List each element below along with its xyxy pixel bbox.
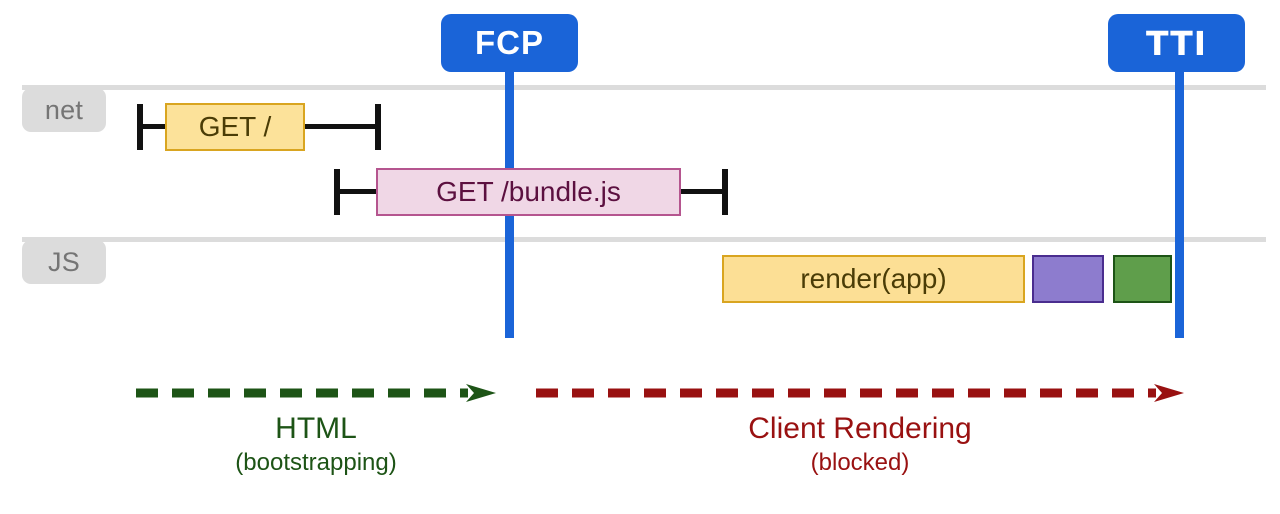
phase-client-subtitle: (blocked) bbox=[810, 448, 910, 476]
get-root-whisker-line-right bbox=[303, 124, 376, 129]
phase-html-title: HTML bbox=[275, 412, 357, 445]
get-bundle-whisker-line-left bbox=[340, 189, 378, 194]
task-bar-render-app-label: render(app) bbox=[800, 263, 947, 294]
request-bar-get-bundle[interactable]: GET /bundle.js bbox=[376, 168, 681, 216]
request-bar-get-root-label: GET / bbox=[198, 111, 272, 142]
get-bundle-whisker-cap-left bbox=[334, 169, 340, 215]
phase-annotation-client-rendering: Client Rendering (blocked) bbox=[530, 382, 1190, 476]
task-bar-render-app[interactable]: render(app) bbox=[722, 255, 1025, 303]
request-bar-get-root[interactable]: GET / bbox=[165, 103, 305, 151]
get-root-whisker-line-left bbox=[143, 124, 167, 129]
lane-rule-js bbox=[22, 237, 1266, 242]
phase-annotation-html: HTML (bootstrapping) bbox=[130, 382, 502, 476]
tti-marker-line bbox=[1175, 60, 1184, 338]
phase-html-subtitle: (bootstrapping) bbox=[235, 448, 397, 476]
get-root-whisker-cap-right bbox=[375, 104, 381, 150]
red-dashed-arrow-icon bbox=[536, 384, 1184, 402]
get-bundle-whisker-line-right bbox=[679, 189, 724, 194]
get-root-whisker-cap-left bbox=[137, 104, 143, 150]
task-bar-green[interactable] bbox=[1113, 255, 1172, 303]
fcp-marker-badge[interactable]: FCP bbox=[441, 14, 578, 72]
green-dashed-arrow-icon bbox=[136, 384, 496, 402]
request-bar-get-bundle-label: GET /bundle.js bbox=[436, 176, 621, 207]
lane-label-js: JS bbox=[22, 240, 106, 284]
lane-label-net: net bbox=[22, 88, 106, 132]
phase-client-title: Client Rendering bbox=[748, 412, 972, 445]
task-bar-purple[interactable] bbox=[1032, 255, 1104, 303]
get-bundle-whisker-cap-right bbox=[722, 169, 728, 215]
lane-rule-net bbox=[22, 85, 1266, 90]
tti-marker-badge[interactable]: TTI bbox=[1108, 14, 1245, 72]
